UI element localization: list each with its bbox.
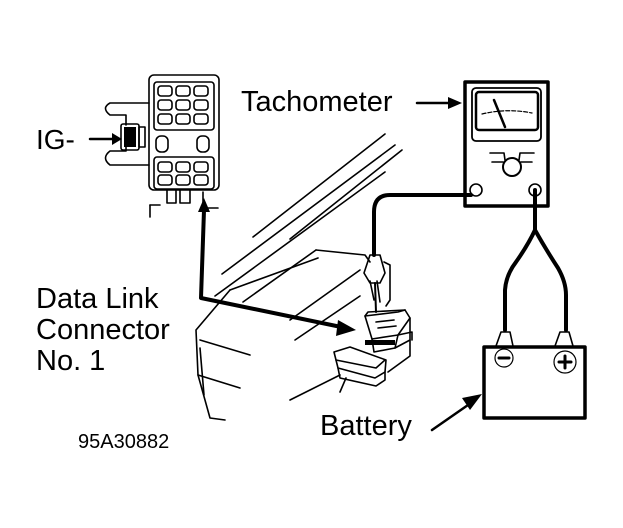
jumper-wire bbox=[198, 198, 356, 336]
test-probe bbox=[363, 254, 391, 313]
engine-block bbox=[195, 249, 371, 421]
data-link-connector-1 bbox=[333, 309, 413, 393]
data-link-connector-label: Data Link Connector No. 1 bbox=[36, 284, 170, 377]
battery-leads bbox=[503, 206, 568, 332]
tachometer bbox=[463, 80, 550, 210]
dlc-label-line-3: No. 1 bbox=[36, 345, 106, 377]
ig-arrow bbox=[88, 133, 122, 145]
check-connector bbox=[104, 74, 220, 218]
battery-label: Battery bbox=[320, 410, 412, 442]
battery bbox=[482, 331, 587, 420]
ig-terminal-label: IG- bbox=[36, 124, 75, 155]
battery-arrow bbox=[430, 394, 482, 432]
engine-background-lines bbox=[214, 133, 403, 341]
ig-terminal-pin bbox=[124, 127, 136, 147]
dlc-label-line-2: Connector bbox=[36, 314, 170, 346]
tachometer-signal-wire bbox=[372, 193, 473, 257]
figure-code: 95A30882 bbox=[78, 431, 170, 453]
tachometer-arrow bbox=[415, 97, 462, 109]
dlc-seal bbox=[365, 340, 395, 345]
tachometer-label: Tachometer bbox=[241, 86, 393, 118]
dlc-label-line-1: Data Link bbox=[36, 283, 159, 315]
